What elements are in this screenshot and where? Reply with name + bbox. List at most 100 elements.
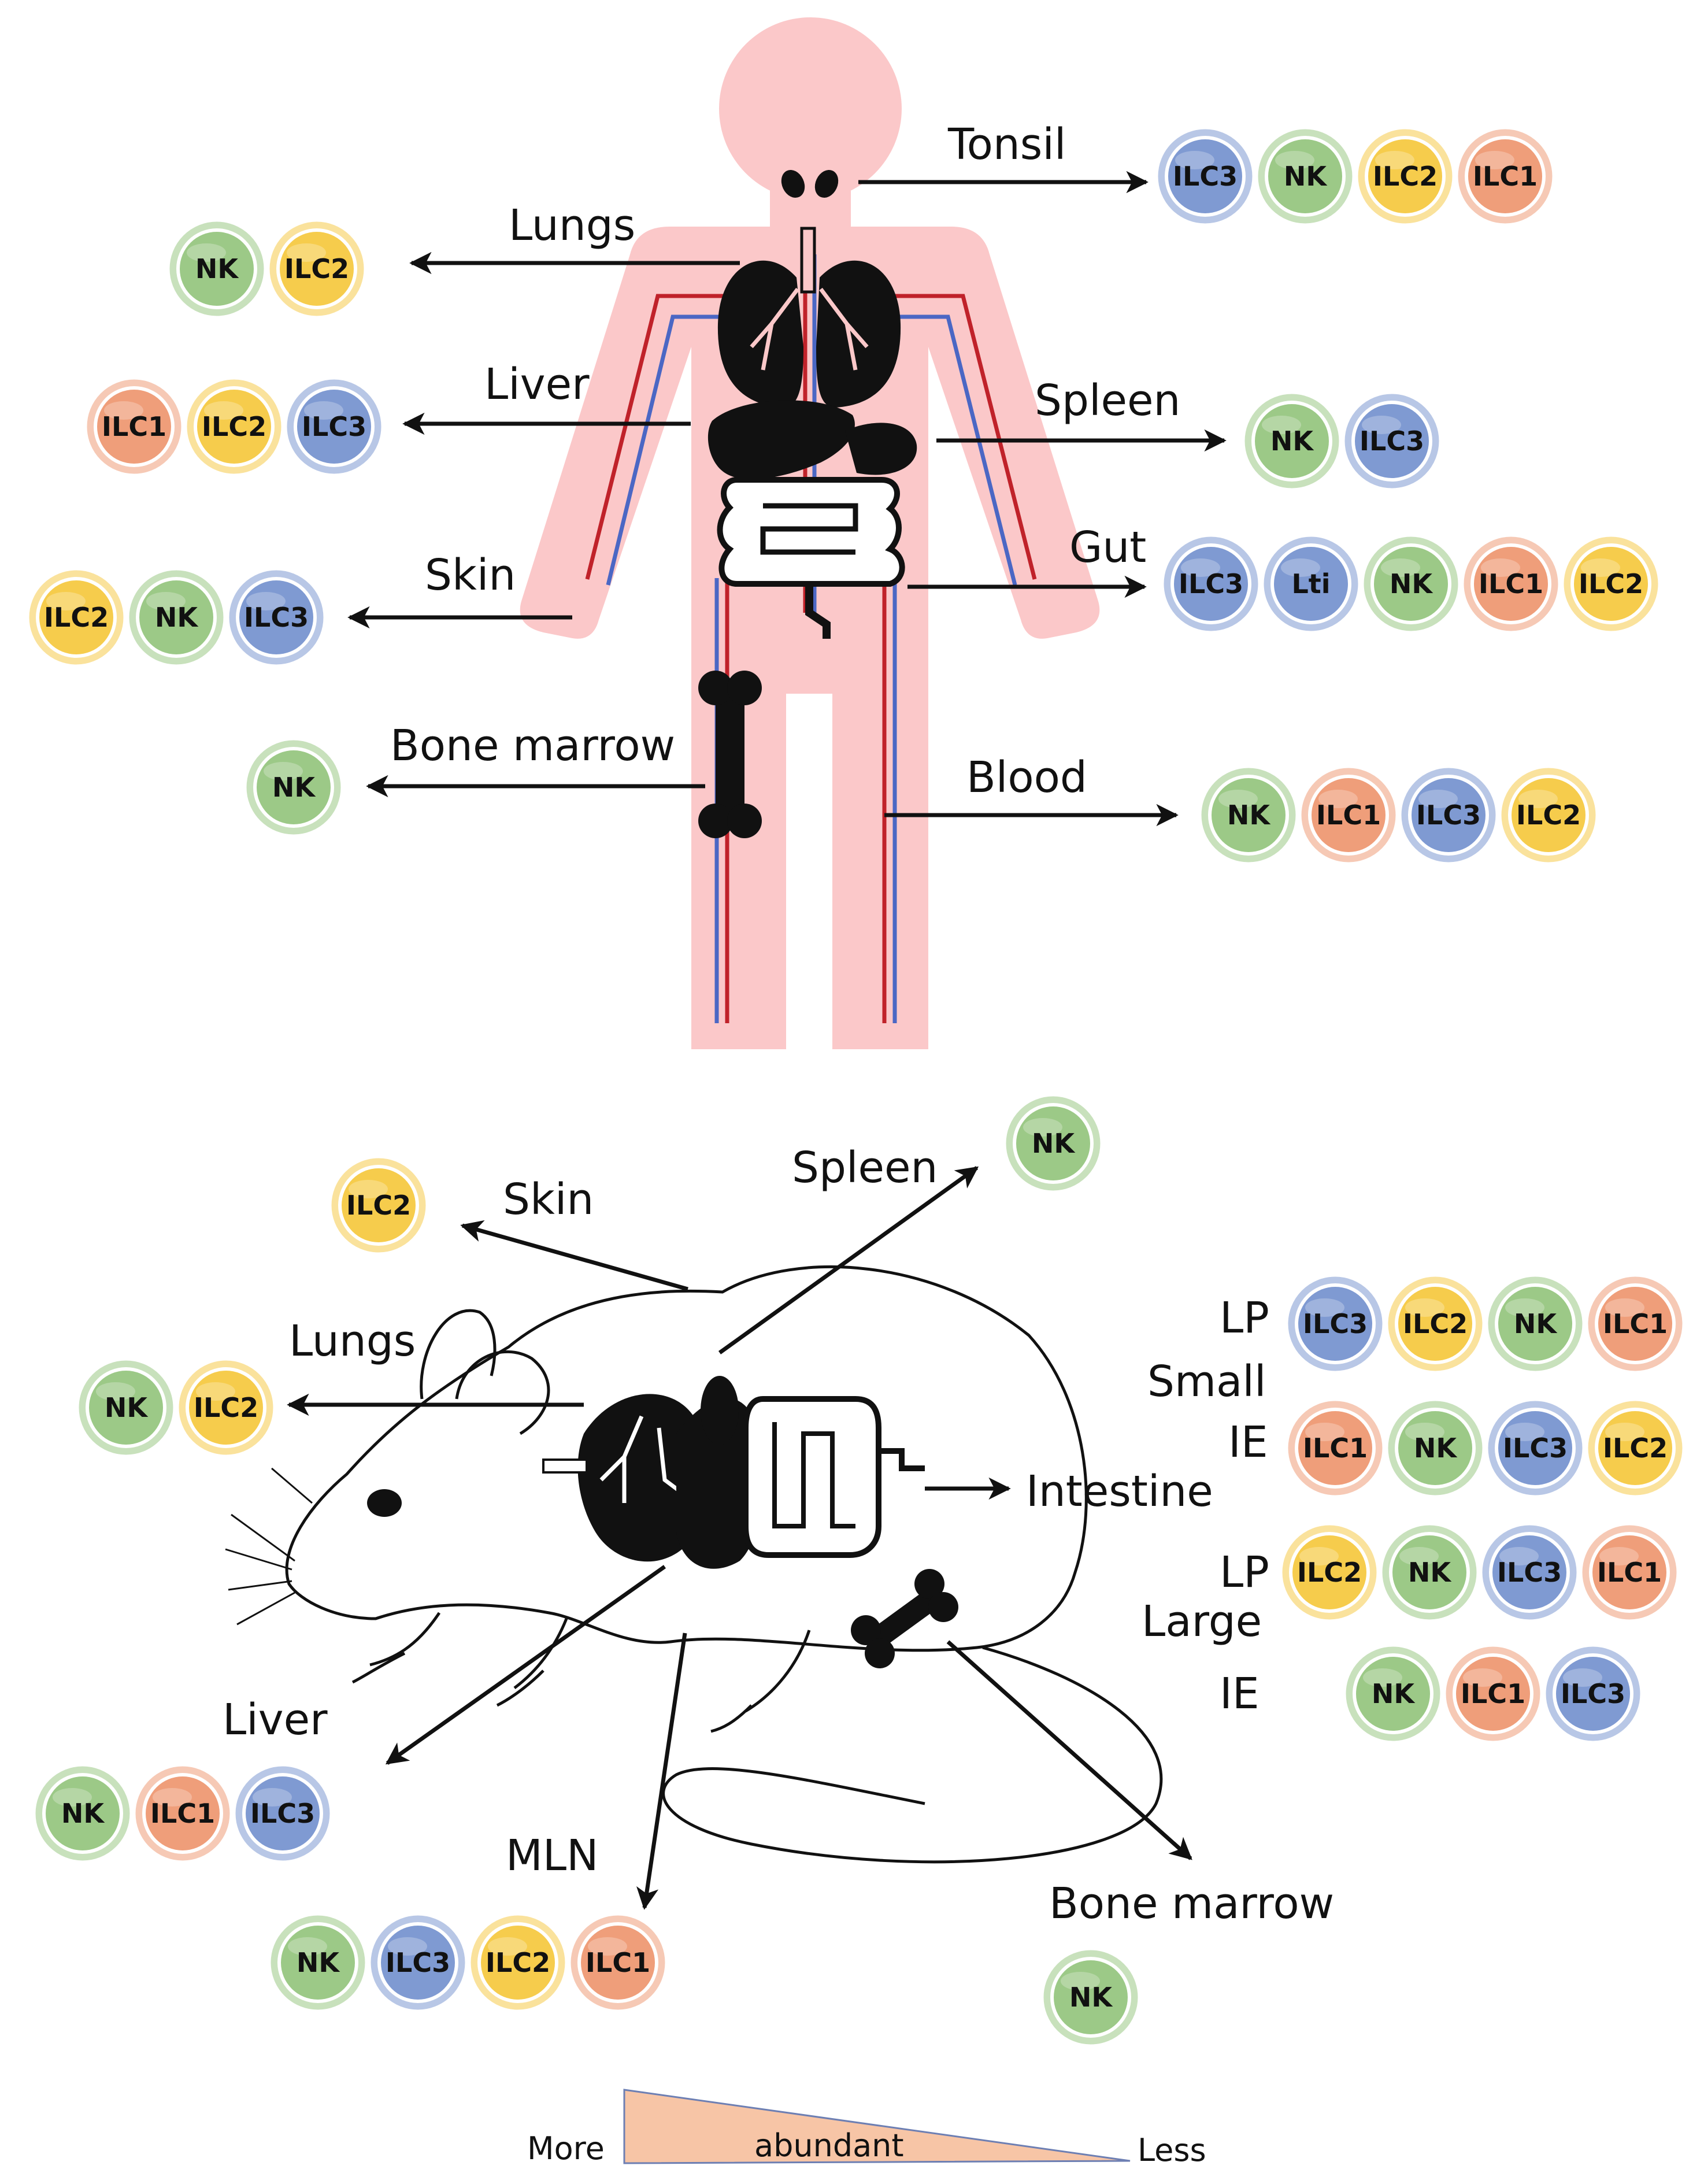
cell-nk: NK bbox=[1488, 1276, 1583, 1371]
cell-nk: NK bbox=[271, 1915, 365, 2010]
mouse-intestine bbox=[743, 1396, 881, 1558]
cell-ilc1: ILC1 bbox=[571, 1915, 665, 2010]
human-lungs-label: Lungs bbox=[509, 201, 635, 250]
cell-ilc2: ILC2 bbox=[179, 1360, 273, 1455]
human-liver bbox=[707, 400, 917, 480]
cell-label: ILC2 bbox=[194, 1392, 258, 1423]
mouse-lungs-label: Lungs bbox=[289, 1316, 416, 1366]
cell-ilc3: ILC3 bbox=[235, 1766, 330, 1861]
mouse-large-ie-label: IE bbox=[1220, 1669, 1260, 1719]
cell-nk: NK bbox=[1258, 129, 1353, 224]
cell-ilc1: ILC1 bbox=[1288, 1401, 1383, 1496]
cell-ilc2: ILC2 bbox=[471, 1915, 565, 2010]
cell-ilc2: ILC2 bbox=[1358, 129, 1453, 224]
cell-ilc2: ILC2 bbox=[29, 570, 124, 665]
cell-label: ILC3 bbox=[1303, 1308, 1368, 1339]
cell-label: ILC3 bbox=[1360, 425, 1424, 457]
cell-label: ILC3 bbox=[1503, 1432, 1568, 1464]
cell-label: ILC1 bbox=[586, 1947, 650, 1978]
cell-label: NK bbox=[1514, 1308, 1558, 1339]
mouse-spleen-cells: NK bbox=[1006, 1096, 1101, 1191]
human-gut-label: Gut bbox=[1069, 523, 1146, 572]
cell-label: NK bbox=[1408, 1557, 1452, 1588]
tonsils bbox=[781, 169, 839, 198]
cell-label: ILC1 bbox=[1479, 568, 1543, 599]
cell-nk: NK bbox=[246, 740, 341, 835]
human-lungs bbox=[717, 227, 901, 408]
cell-nk: NK bbox=[35, 1766, 130, 1861]
cell-label: ILC2 bbox=[202, 411, 266, 442]
cell-ilc1: ILC1 bbox=[1446, 1646, 1540, 1741]
scale-less-label: Less bbox=[1138, 2132, 1206, 2168]
cell-label: ILC3 bbox=[302, 411, 366, 442]
cell-ilc3: ILC3 bbox=[229, 570, 324, 665]
cell-ilc1: ILC1 bbox=[87, 379, 181, 474]
cell-label: ILC2 bbox=[1297, 1557, 1362, 1588]
mouse-bone-marrow-label: Bone marrow bbox=[1049, 1879, 1334, 1928]
human-blood-label: Blood bbox=[966, 753, 1087, 802]
mouse-liver bbox=[676, 1398, 763, 1569]
abundance-wedge bbox=[623, 2089, 1131, 2164]
cell-nk: NK bbox=[1382, 1525, 1477, 1620]
cell-label: ILC1 bbox=[1461, 1678, 1525, 1709]
human-skin-label: Skin bbox=[425, 550, 516, 600]
human-bone-marrow-cells: NK bbox=[246, 740, 341, 835]
cell-label: NK bbox=[61, 1798, 105, 1829]
scale-more-label: More bbox=[527, 2130, 605, 2167]
abundance-scale: More abundant Less bbox=[527, 2089, 1206, 2168]
cell-nk: NK bbox=[1006, 1096, 1101, 1191]
cell-label: NK bbox=[1270, 425, 1314, 457]
cell-ilc3: ILC3 bbox=[371, 1915, 465, 2010]
mouse-spleen-label: Spleen bbox=[792, 1143, 938, 1193]
cell-ilc1: ILC1 bbox=[1301, 768, 1396, 863]
mouse-labels: Skin Spleen Lungs Intestine Liver MLN Bo… bbox=[223, 1143, 1334, 1928]
cell-ilc1: ILC1 bbox=[1464, 536, 1558, 631]
cell-label: NK bbox=[195, 253, 239, 284]
mouse-skin-arrow bbox=[460, 1220, 688, 1291]
mouse-bone-marrow-arrow bbox=[946, 1640, 1192, 1860]
mouse-figure bbox=[225, 1265, 1163, 1864]
cell-label: Lti bbox=[1291, 568, 1330, 599]
cell-label: NK bbox=[1284, 161, 1328, 192]
mouse-intestine-label: Intestine bbox=[1026, 1467, 1213, 1516]
cell-label: ILC2 bbox=[486, 1947, 550, 1978]
mouse-bone bbox=[851, 1569, 958, 1668]
human-arrows bbox=[347, 171, 1227, 827]
cell-ilc2: ILC2 bbox=[331, 1158, 426, 1253]
cell-nk: NK bbox=[1388, 1401, 1483, 1496]
human-bone-marrow-label: Bone marrow bbox=[390, 721, 675, 771]
cell-label: ILC1 bbox=[1316, 799, 1381, 831]
mouse-skin-cells: ILC2 bbox=[331, 1158, 426, 1253]
cell-ilc2: ILC2 bbox=[1588, 1401, 1683, 1496]
cell-label: ILC3 bbox=[244, 602, 309, 633]
cell-label: ILC2 bbox=[1603, 1432, 1668, 1464]
mouse-liver-cells: NK ILC1 ILC3 bbox=[35, 1766, 330, 1861]
cell-ilc1: ILC1 bbox=[1582, 1525, 1677, 1620]
cell-nk: NK bbox=[169, 221, 264, 316]
cell-label: NK bbox=[272, 772, 316, 803]
human-bone bbox=[698, 671, 762, 838]
cell-ilc1: ILC1 bbox=[1588, 1276, 1683, 1371]
cell-label: ILC1 bbox=[150, 1798, 215, 1829]
cell-ilc1: ILC1 bbox=[1458, 129, 1553, 224]
mouse-mln-arrow bbox=[636, 1633, 687, 1910]
mouse-large-lp-label: LP bbox=[1220, 1548, 1269, 1597]
cell-ilc2: ILC2 bbox=[269, 221, 364, 316]
cell-ilc3: ILC3 bbox=[1288, 1276, 1383, 1371]
scale-middle-label: abundant bbox=[754, 2127, 904, 2164]
cell-label: NK bbox=[1069, 1982, 1113, 2013]
mouse-bone-marrow-cells: NK bbox=[1043, 1950, 1138, 2045]
human-intestine bbox=[717, 477, 905, 639]
cell-nk: NK bbox=[129, 570, 224, 665]
mouse-mln-label: MLN bbox=[506, 1831, 598, 1881]
cell-ilc3: ILC3 bbox=[287, 379, 381, 474]
cell-ilc3: ILC3 bbox=[1488, 1401, 1583, 1496]
